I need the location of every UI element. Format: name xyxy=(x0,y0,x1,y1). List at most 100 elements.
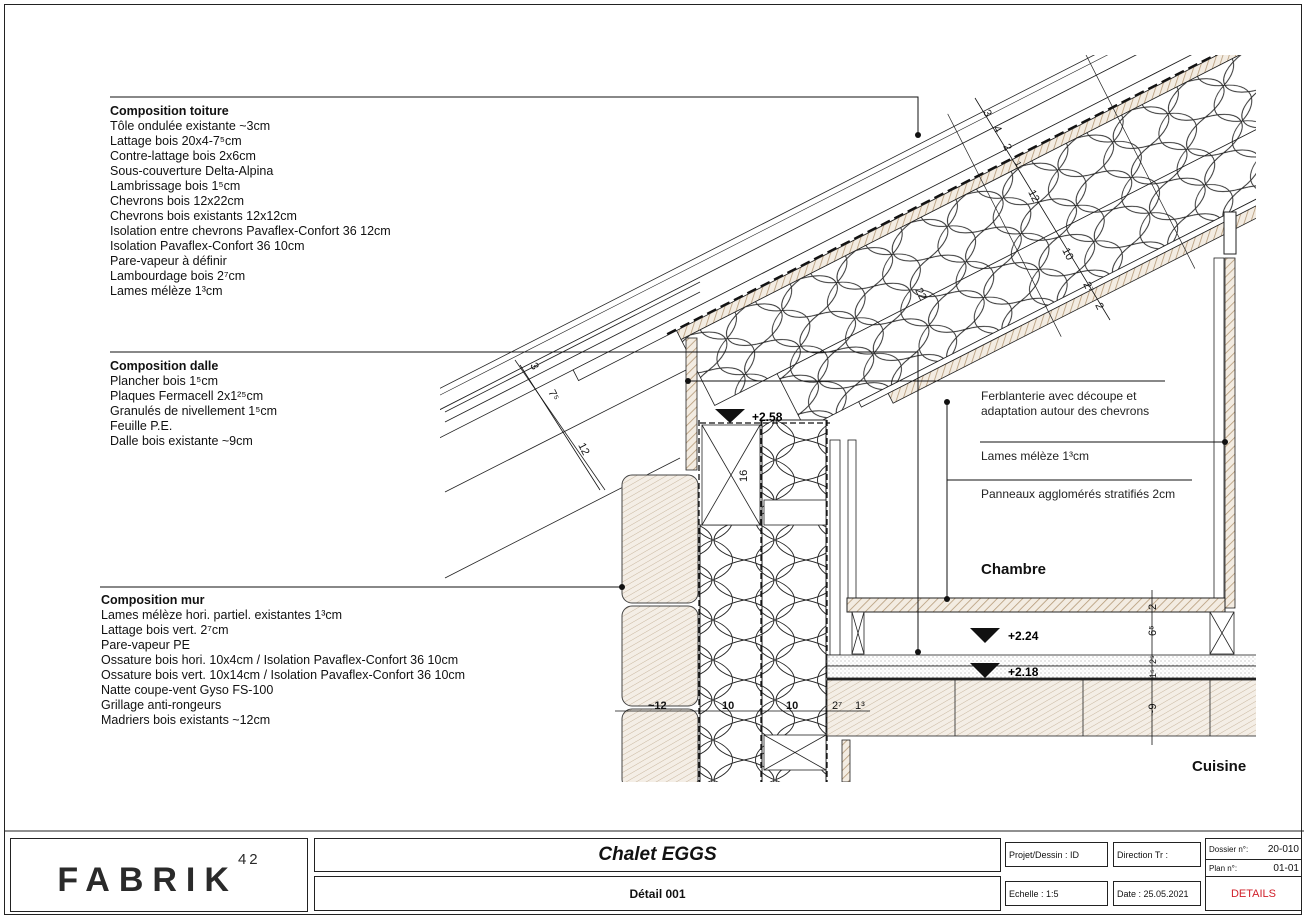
fermacell-layer xyxy=(826,654,1256,667)
dimension-text: 4 xyxy=(990,124,1003,135)
level-label: +2.58 xyxy=(752,410,783,424)
dimension-text: 12 xyxy=(1025,188,1041,204)
list-item: Sous-couverture Delta-Alpina xyxy=(110,164,274,178)
list-item: Ossature bois vert. 10x14cm / Isolation … xyxy=(101,668,466,682)
list-item: Natte coupe-vent Gyso FS-100 xyxy=(101,683,274,697)
echelle-field: Echelle : 1:5 xyxy=(1005,881,1108,906)
list-item: Lattage bois vert. 2⁷cm xyxy=(101,623,229,637)
roof-section xyxy=(440,55,1256,548)
composition-dalle: Composition dalle Plancher bois 1⁵cm Pla… xyxy=(110,359,277,449)
chambre-floor-panel xyxy=(846,597,1226,613)
dimension-text: 6⁵ xyxy=(1147,625,1159,636)
list-item: Lames mélèze 1³cm xyxy=(110,284,223,298)
list-item: Lames mélèze hori. partiel. existantes 1… xyxy=(101,608,343,622)
list-item: Chevrons bois 12x22cm xyxy=(110,194,245,208)
note-ferblanterie: Ferblanterie avec découpe et adaptation … xyxy=(981,389,1149,419)
interior-larch-boards xyxy=(887,125,1256,404)
list-item: Chevrons bois existants 12x12cm xyxy=(110,209,297,223)
composition-mur: Composition mur Lames mélèze hori. parti… xyxy=(101,593,465,728)
dossier-value: 20-010 xyxy=(1267,843,1299,855)
list-item: Isolation entre chevrons Pavaflex-Confor… xyxy=(110,224,391,238)
plan-label: Plan n°: xyxy=(1209,863,1238,873)
category-details: DETAILS xyxy=(1205,876,1302,911)
composition-dalle-title: Composition dalle xyxy=(110,359,219,373)
logo-superscript: 42 xyxy=(237,851,261,868)
list-item: Feuille P.E. xyxy=(110,419,173,433)
level-label: +2.24 xyxy=(1008,629,1039,643)
dimension-text: 2 xyxy=(1147,604,1159,610)
project-title: Chalet EGGS xyxy=(314,838,1001,872)
dimension-text: 2 xyxy=(1092,301,1105,312)
composition-mur-title: Composition mur xyxy=(101,593,205,607)
dimension-text: 1³ xyxy=(855,700,865,712)
list-item: Plaques Fermacell 2x1²⁵cm xyxy=(110,389,264,403)
wall-insulation-outer xyxy=(699,524,763,782)
dossier-label: Dossier n°: xyxy=(1209,844,1249,854)
direction-field: Direction Tr : xyxy=(1113,842,1201,867)
list-item: Grillage anti-rongeurs xyxy=(101,698,222,712)
room-label-chambre: Chambre xyxy=(981,561,1047,578)
echelle-text: Echelle : 1:5 xyxy=(1009,888,1059,899)
list-item: Dalle bois existante ~9cm xyxy=(110,434,253,448)
level-markers: +2.58 +2.24 +2.18 xyxy=(715,409,1039,679)
date-field: Date : 25.05.2021 xyxy=(1113,881,1201,906)
sheet-frame xyxy=(4,4,1302,915)
projet-dessin-text: Projet/Dessin : ID xyxy=(1009,849,1080,860)
date-text: Date : 25.05.2021 xyxy=(1117,888,1189,899)
dimension-text: 1⁵ xyxy=(1013,160,1025,171)
dimension-text: 3 xyxy=(980,108,993,119)
levelling-granules-layer xyxy=(826,665,1256,679)
note-panneaux: Panneaux agglomérés stratifiés 2cm xyxy=(981,487,1176,501)
dimension-text: 2⁷ xyxy=(832,700,842,712)
list-item: Tôle ondulée existante ~3cm xyxy=(110,119,271,133)
wall-top-lining xyxy=(685,337,698,471)
membranes xyxy=(698,420,830,782)
wall-insulation-inner xyxy=(761,419,827,782)
dimension-text: 10 xyxy=(722,700,734,712)
plan-field: Plan n°: 01-01 xyxy=(1205,859,1302,877)
list-item: Madriers bois existants ~12cm xyxy=(101,713,271,727)
dimension-text: 7⁵ xyxy=(545,388,561,403)
wall-stud xyxy=(701,424,827,771)
existing-timber-slab xyxy=(826,679,1256,737)
dimension-text: 2 xyxy=(1000,142,1013,153)
leader-dots xyxy=(619,132,1228,655)
dimension-texts: 3 4 2 1⁵ 12 10 2⁷ 2 22 3 7⁵ 12 16 ~12 10… xyxy=(527,108,1159,716)
note-line: Ferblanterie avec découpe et xyxy=(981,389,1137,403)
dimension-text: 1⁵ xyxy=(1148,669,1158,678)
dimension-text: 10 xyxy=(1059,246,1075,262)
list-item: Lambourdage bois 2⁷cm xyxy=(110,269,246,283)
list-item: Pare-vapeur PE xyxy=(101,638,190,652)
list-item: Isolation Pavaflex-Confort 36 10cm xyxy=(110,239,305,253)
composition-toiture: Composition toiture Tôle ondulée existan… xyxy=(110,104,391,299)
dimension-text: 10 xyxy=(786,700,798,712)
existing-log-wall xyxy=(621,474,699,782)
plan-value: 01-01 xyxy=(1273,862,1299,874)
list-item: Pare-vapeur à définir xyxy=(110,254,227,268)
list-item: Ossature bois hori. 10x4cm / Isolation P… xyxy=(101,653,459,667)
list-item: Lambrissage bois 1⁵cm xyxy=(110,179,241,193)
list-item: Plancher bois 1⁵cm xyxy=(110,374,219,388)
room-label-cuisine: Cuisine xyxy=(1192,758,1247,775)
list-item: Lattage bois 20x4-7⁵cm xyxy=(110,134,242,148)
leader-lines xyxy=(100,96,1225,652)
direction-text: Direction Tr : xyxy=(1117,849,1169,860)
dimension-text: 12 xyxy=(575,441,591,457)
list-item: Contre-lattage bois 2x6cm xyxy=(110,149,256,163)
dimension-text: ~9 xyxy=(1147,703,1159,716)
dimension-lines xyxy=(519,97,1153,745)
right-wall-boards xyxy=(1224,257,1236,609)
projet-dessin-field: Projet/Dessin : ID xyxy=(1005,842,1108,867)
dossier-field: Dossier n°: 20-010 xyxy=(1205,838,1302,860)
note-line: adaptation autour des chevrons xyxy=(981,404,1150,418)
note-lames: Lames mélèze 1³cm xyxy=(981,449,1090,463)
dimension-text: 2⁵ xyxy=(1148,655,1158,664)
dimension-text: 3 xyxy=(527,361,540,372)
dimension-text: ~12 xyxy=(648,700,667,712)
drawing-subtitle: Détail 001 xyxy=(314,876,1001,911)
fabrik-logo: FABRIK xyxy=(57,860,238,899)
dimension-text: 22 xyxy=(912,286,928,302)
dimension-text: 2⁷ xyxy=(1080,280,1095,294)
dimension-text: 16 xyxy=(738,470,750,482)
